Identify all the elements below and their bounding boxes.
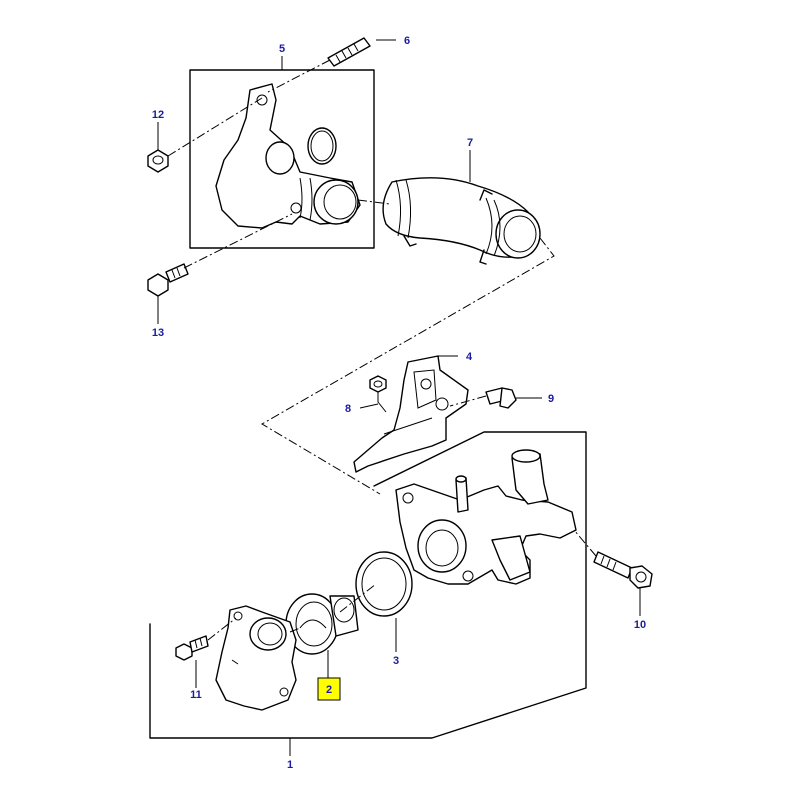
callout-13: 13 bbox=[152, 327, 164, 339]
callout-5: 5 bbox=[279, 43, 285, 55]
thermostat-housing bbox=[395, 449, 577, 585]
callout-7: 7 bbox=[467, 137, 473, 149]
callout-10: 10 bbox=[634, 619, 646, 631]
bolt-13 bbox=[147, 263, 189, 297]
bolt-9 bbox=[449, 387, 517, 409]
callout-2-highlight bbox=[317, 677, 341, 701]
callout-9: 9 bbox=[548, 393, 554, 405]
nut-8 bbox=[369, 375, 387, 413]
hose bbox=[382, 177, 541, 265]
callout-11: 11 bbox=[190, 689, 202, 701]
bolt-10 bbox=[573, 529, 653, 589]
callout-3: 3 bbox=[393, 655, 399, 667]
callout-12: 12 bbox=[152, 109, 164, 121]
bracket bbox=[353, 355, 469, 473]
o-ring-upper bbox=[307, 127, 337, 165]
callout-8: 8 bbox=[345, 403, 351, 415]
callout-6: 6 bbox=[404, 35, 410, 47]
thermostat bbox=[285, 593, 359, 655]
stud bbox=[327, 37, 371, 67]
callout-4: 4 bbox=[466, 351, 473, 363]
callout-2: 2 bbox=[326, 684, 332, 696]
outlet-housing bbox=[215, 83, 361, 229]
group-box-5 bbox=[189, 69, 375, 249]
group-box-1 bbox=[149, 431, 587, 739]
inlet-cover bbox=[215, 605, 297, 711]
nut bbox=[147, 149, 169, 173]
callout-1: 1 bbox=[287, 759, 293, 771]
gasket bbox=[355, 551, 413, 617]
bolt-11 bbox=[175, 617, 237, 661]
